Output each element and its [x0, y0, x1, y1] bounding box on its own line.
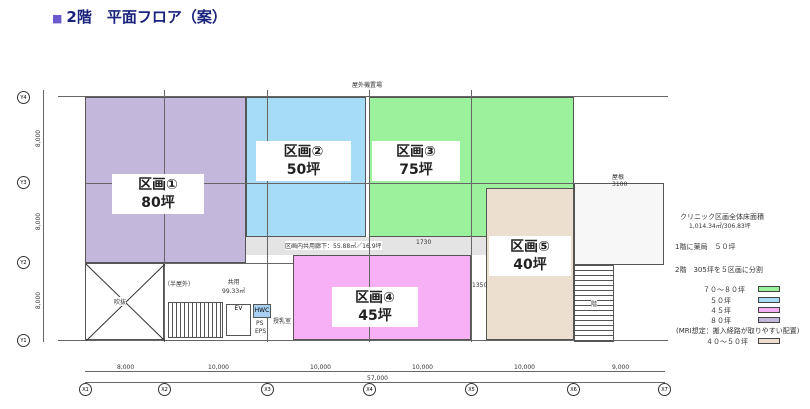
legend-label: ５０坪 — [710, 297, 731, 305]
section-4-label: 区画④ 45坪 — [332, 287, 418, 327]
legend-note1: 1階に薬局 ５０坪 — [675, 243, 736, 251]
x-dim: 10,000 — [514, 364, 535, 371]
outline-top — [58, 96, 668, 97]
elevator: EV — [226, 304, 251, 336]
corridor-dim: 1730 — [416, 239, 432, 246]
legend-swatch — [758, 307, 780, 313]
axis-y1: Y1 — [17, 334, 30, 347]
hwc: HWC — [253, 304, 271, 318]
ps-label: PS — [256, 320, 264, 327]
grid-y2 — [85, 263, 293, 264]
axis-x5: X5 — [465, 383, 478, 396]
bullet-square-icon: ■ — [52, 12, 63, 25]
section-name: 区画② — [283, 144, 324, 160]
common-area-value: 99.33㎡ — [222, 288, 246, 295]
axis-x3: X3 — [261, 383, 274, 396]
x-total: 57,000 — [367, 375, 388, 382]
axis-y4: Y4 — [17, 91, 30, 104]
section-name: 区画④ — [355, 290, 395, 306]
section-area: 45坪 — [358, 308, 392, 324]
axis-y2: Y2 — [17, 256, 30, 269]
section-2-label: 区画② 50坪 — [256, 141, 351, 181]
section-area: 80坪 — [141, 195, 175, 211]
section-name: 区画① — [138, 177, 178, 193]
legend-label: ７０～８０坪 — [703, 286, 745, 294]
legend-swatch — [758, 338, 780, 344]
grid-x3 — [267, 90, 268, 342]
stairs — [168, 302, 223, 338]
x-dim: 9,000 — [612, 364, 630, 371]
legend-label: (MRI想定：搬入経路が取りやすい配置) — [676, 327, 800, 335]
page-title: ■2階 平面フロア（案） — [52, 6, 227, 27]
x-dim: 10,000 — [412, 364, 433, 371]
section-5-label: 区画⑤ 40坪 — [489, 236, 571, 276]
roof-area — [574, 183, 664, 265]
storage-label: 授乳室 — [273, 318, 292, 325]
y-dim: 8,000 — [35, 291, 43, 310]
x-dim: 8,000 — [117, 364, 135, 371]
x-dim: 10,000 — [208, 364, 229, 371]
void-label: 吹抜 — [114, 297, 127, 306]
legend-swatch — [758, 317, 780, 323]
legend-label: ４５坪 — [710, 307, 731, 315]
section-name: 区画⑤ — [510, 239, 550, 255]
section-3-label: 区画③ 75坪 — [372, 141, 460, 181]
section-area: 50坪 — [286, 162, 321, 178]
common-area: 共用 99.33㎡ — [222, 277, 245, 295]
y-dim: 8,000 — [35, 212, 43, 231]
section-1-label: 区画① 80坪 — [112, 174, 204, 214]
section-area: 40坪 — [513, 257, 547, 273]
axis-x4: X4 — [363, 383, 376, 396]
grid-y3 — [85, 183, 574, 184]
roof-text: 屋根 — [612, 174, 625, 181]
top-label: 屋外機置場 — [352, 82, 383, 89]
axis-x2: X2 — [158, 383, 171, 396]
outline-bottom — [58, 340, 668, 341]
legend-total: 1,014.34㎡/306.83坪 — [689, 223, 751, 230]
y-dim-line — [43, 90, 44, 342]
x-total-line — [85, 382, 665, 383]
semi-outdoor-label: （半屋外） — [164, 281, 195, 288]
roof-dim: 3100 — [612, 181, 628, 188]
axis-y3: Y3 — [17, 176, 30, 189]
axis-x1: X1 — [79, 383, 92, 396]
grid-x2 — [164, 90, 165, 342]
legend-heading: クリニック区画全体床面積 — [680, 213, 764, 221]
x-dim: 10,000 — [310, 364, 331, 371]
corridor-label: 区画内共用廊下：55.88㎡／16.9坪 — [285, 241, 382, 250]
legend-label: ４０～５０坪 — [706, 338, 748, 346]
title-text: 2階 平面フロア（案） — [66, 8, 227, 26]
stair-label: 階 — [591, 299, 598, 308]
grid-x4 — [369, 90, 370, 342]
grid-x5 — [471, 90, 472, 342]
eps-label: EPS — [255, 328, 267, 335]
legend-swatch — [758, 297, 780, 303]
legend-label: ８０坪 — [710, 317, 731, 325]
ev-label: EV — [234, 305, 243, 312]
axis-x7: X7 — [658, 383, 671, 396]
x-dim-line — [85, 371, 665, 372]
y-dim: 8,000 — [35, 129, 43, 148]
common-label: 共用 — [227, 279, 240, 286]
axis-x6: X6 — [567, 383, 580, 396]
side-dim: 1350 — [472, 282, 488, 289]
section-name: 区画③ — [396, 144, 436, 160]
section-area: 75坪 — [399, 162, 433, 178]
legend-note2: 2階 305坪を５区画に分割 — [675, 266, 763, 274]
legend-swatch — [758, 286, 780, 292]
